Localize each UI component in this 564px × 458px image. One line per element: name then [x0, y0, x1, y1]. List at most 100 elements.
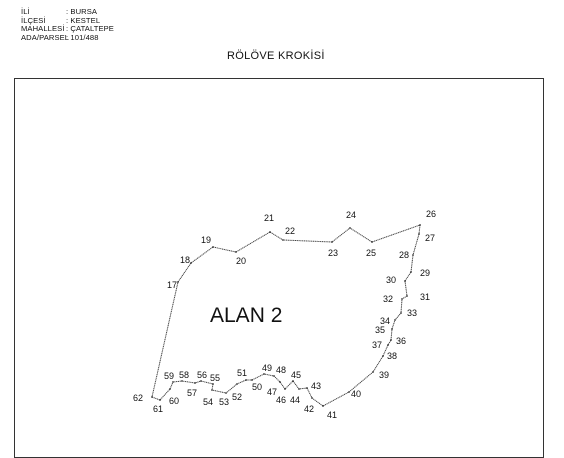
point-label-31: 31: [420, 292, 430, 302]
vertex-42: [311, 397, 313, 399]
vertex-51: [245, 379, 247, 381]
vertex-30: [404, 280, 406, 282]
area-label: ALAN 2: [210, 304, 282, 327]
vertex-62: [151, 396, 153, 398]
point-label-39: 39: [379, 370, 389, 380]
vertex-58: [181, 380, 183, 382]
vertex-32: [401, 298, 403, 300]
point-label-41: 41: [327, 410, 337, 420]
vertex-19: [212, 246, 214, 248]
vertex-21: [269, 231, 271, 233]
vertex-53: [225, 392, 227, 394]
vertex-55: [212, 383, 214, 385]
vertex-38: [382, 355, 384, 357]
vertex-57: [194, 382, 196, 384]
vertex-25: [371, 241, 373, 243]
point-label-22: 22: [285, 226, 295, 236]
vertex-36: [390, 339, 392, 341]
neighborhood-label: MAHALLESİ: [21, 24, 65, 34]
point-label-53: 53: [219, 397, 229, 407]
point-label-24: 24: [346, 210, 356, 220]
point-label-48: 48: [276, 365, 286, 375]
vertex-45: [292, 380, 294, 382]
point-label-46: 46: [276, 395, 286, 405]
info-row-parcel: ADA/PARSEL : 101/488: [21, 32, 114, 43]
neighborhood-value: : ÇATALTEPE: [66, 24, 114, 34]
district-label: İLÇESİ: [21, 15, 46, 25]
point-label-37: 37: [372, 340, 382, 350]
point-label-28: 28: [399, 250, 409, 260]
info-row-province: İLİ : BURSA: [21, 7, 114, 17]
vertex-markers: [151, 224, 421, 407]
point-label-61: 61: [153, 404, 163, 414]
point-label-21: 21: [264, 213, 274, 223]
vertex-40: [348, 391, 350, 393]
vertex-41: [322, 405, 324, 407]
point-label-30: 30: [386, 275, 396, 285]
vertex-59: [172, 381, 174, 383]
point-label-25: 25: [366, 248, 376, 258]
point-label-17: 17: [167, 280, 177, 290]
vertex-54: [211, 389, 213, 391]
vertex-35: [391, 328, 393, 330]
point-label-27: 27: [425, 233, 435, 243]
point-label-49: 49: [262, 363, 272, 373]
point-label-23: 23: [328, 248, 338, 258]
vertex-39: [372, 371, 374, 373]
point-label-55: 55: [210, 373, 220, 383]
point-label-35: 35: [375, 325, 385, 335]
point-label-51: 51: [237, 368, 247, 378]
point-label-60: 60: [169, 396, 179, 406]
point-label-20: 20: [236, 256, 246, 266]
vertex-56: [200, 380, 202, 382]
vertex-31: [406, 295, 408, 297]
parcel-label: ADA/PARSEL: [21, 32, 70, 42]
vertex-17: [177, 281, 179, 283]
vertex-43: [306, 387, 308, 389]
vertex-48: [273, 375, 275, 377]
vertex-37: [387, 344, 389, 346]
vertex-52: [236, 383, 238, 385]
point-label-50: 50: [252, 382, 262, 392]
vertex-33: [400, 312, 402, 314]
vertex-49: [263, 373, 265, 375]
vertex-22: [282, 239, 284, 241]
point-label-52: 52: [232, 392, 242, 402]
point-label-54: 54: [203, 397, 213, 407]
point-label-19: 19: [201, 235, 211, 245]
document-title: RÖLÖVE KROKİSİ: [227, 50, 325, 62]
vertex-47: [279, 381, 281, 383]
vertex-26: [419, 224, 421, 226]
point-label-26: 26: [426, 209, 436, 219]
parcel-info: İLİ : BURSA İLÇESİ : KESTEL MAHALLESİ : …: [21, 7, 114, 43]
point-labels: 1718192021222324252627282930313233343536…: [133, 209, 436, 420]
point-label-42: 42: [304, 404, 314, 414]
vertex-20: [235, 251, 237, 253]
point-label-29: 29: [420, 268, 430, 278]
vertex-24: [349, 227, 351, 229]
point-label-45: 45: [291, 370, 301, 380]
vertex-46: [284, 388, 286, 390]
point-label-44: 44: [290, 395, 300, 405]
parcel-value: : 101/488: [66, 32, 99, 42]
info-row-district: İLÇESİ : KESTEL: [21, 15, 114, 26]
vertex-44: [298, 388, 300, 390]
vertex-34: [394, 319, 396, 321]
point-label-40: 40: [351, 389, 361, 399]
point-label-38: 38: [387, 351, 397, 361]
point-label-57: 57: [187, 388, 197, 398]
point-label-56: 56: [197, 370, 207, 380]
point-label-62: 62: [133, 393, 143, 403]
point-label-32: 32: [383, 294, 393, 304]
point-label-33: 33: [407, 308, 417, 318]
vertex-23: [331, 241, 333, 243]
vertex-28: [412, 254, 414, 256]
vertex-29: [410, 271, 412, 273]
point-label-58: 58: [179, 370, 189, 380]
vertex-50: [251, 379, 253, 381]
point-label-43: 43: [311, 381, 321, 391]
province-value: : BURSA: [66, 7, 98, 16]
vertex-18: [190, 262, 192, 264]
point-label-18: 18: [180, 255, 190, 265]
survey-sketch: 1718192021222324252627282930313233343536…: [133, 209, 436, 420]
